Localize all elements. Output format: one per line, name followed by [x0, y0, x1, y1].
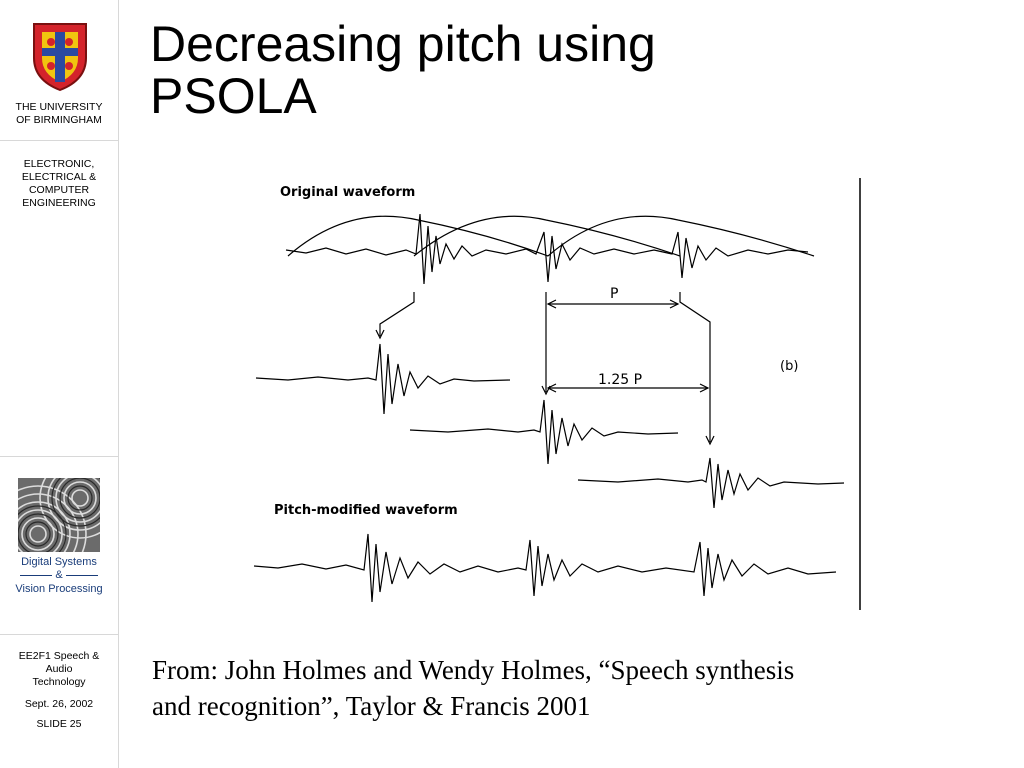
citation-line2: and recognition”, Taylor & Francis 2001: [152, 691, 591, 721]
dsvp-caption-line3: Vision Processing: [15, 583, 103, 595]
dsvp-wave-logo-icon: [18, 478, 100, 552]
p-dimension-arrow-left: [546, 299, 557, 309]
citation-line1: From: John Holmes and Wendy Holmes, “Spe…: [152, 655, 795, 685]
university-name-line2: OF BIRMINGHAM: [16, 114, 102, 126]
department-line1: ELECTRONIC,: [23, 158, 95, 170]
university-box: THE UNIVERSITY OF BIRMINGHAM: [0, 0, 118, 141]
mapping-line-1: [379, 292, 415, 336]
label-1-25-p: 1.25 P: [598, 372, 642, 388]
mapping-line-3: [679, 292, 711, 442]
slide-number: SLIDE 25: [36, 718, 82, 730]
windowed-segment-3: [577, 457, 845, 509]
university-crest-icon: [33, 23, 87, 92]
original-waveform: [285, 213, 809, 285]
slide-title: Decreasing pitch using PSOLA: [150, 18, 970, 122]
course-name-line1: EE2F1 Speech &: [18, 650, 100, 662]
pitch-modified-waveform: [253, 533, 837, 603]
analysis-window-1: [287, 215, 549, 257]
analysis-window-2: [413, 215, 681, 257]
slide-date: Sept. 26, 2002: [24, 698, 94, 710]
analysis-window-3: [547, 215, 815, 257]
slide-title-line1: Decreasing pitch using: [150, 16, 656, 72]
department-line2: ELECTRICAL &: [21, 171, 97, 183]
windowed-segment-1: [255, 343, 511, 415]
dsvp-divider-left: [20, 575, 52, 576]
department-box: ELECTRONIC, ELECTRICAL & COMPUTER ENGINE…: [0, 140, 118, 457]
label-original-waveform: Original waveform: [280, 185, 415, 200]
slide-title-line2: PSOLA: [150, 68, 317, 124]
p-dimension-arrow-right: [669, 299, 680, 309]
dsvp-box: Digital Systems & Vision Processing: [0, 456, 118, 635]
course-info: EE2F1 Speech & Audio Technology Sept. 26…: [0, 634, 118, 768]
p125-dimension-arrow-left: [546, 383, 557, 393]
mapping-arrow-3: [705, 435, 715, 446]
label-p: P: [610, 286, 618, 302]
windowed-segment-2: [409, 399, 679, 465]
p125-dimension-arrow-right: [699, 383, 710, 393]
dsvp-caption-line1: Digital Systems: [21, 556, 97, 568]
mapping-arrow-1: [375, 329, 385, 340]
label-pitch-modified-waveform: Pitch-modified waveform: [274, 503, 458, 518]
sidebar: THE UNIVERSITY OF BIRMINGHAM ELECTRONIC,…: [0, 0, 119, 768]
citation: From: John Holmes and Wendy Holmes, “Spe…: [152, 652, 992, 724]
course-name-line3: Technology: [32, 676, 86, 688]
psola-waveform-figure: Original waveform P 1.25 P (b) Pitch-mod…: [253, 178, 861, 610]
course-name-line2: Audio: [45, 663, 73, 675]
label-b: (b): [780, 359, 798, 374]
department-line4: ENGINEERING: [22, 197, 96, 209]
university-name-line1: THE UNIVERSITY: [15, 101, 103, 113]
department-line3: COMPUTER: [28, 184, 90, 196]
dsvp-caption-line2: &: [55, 569, 63, 581]
dsvp-divider-right: [66, 575, 98, 576]
